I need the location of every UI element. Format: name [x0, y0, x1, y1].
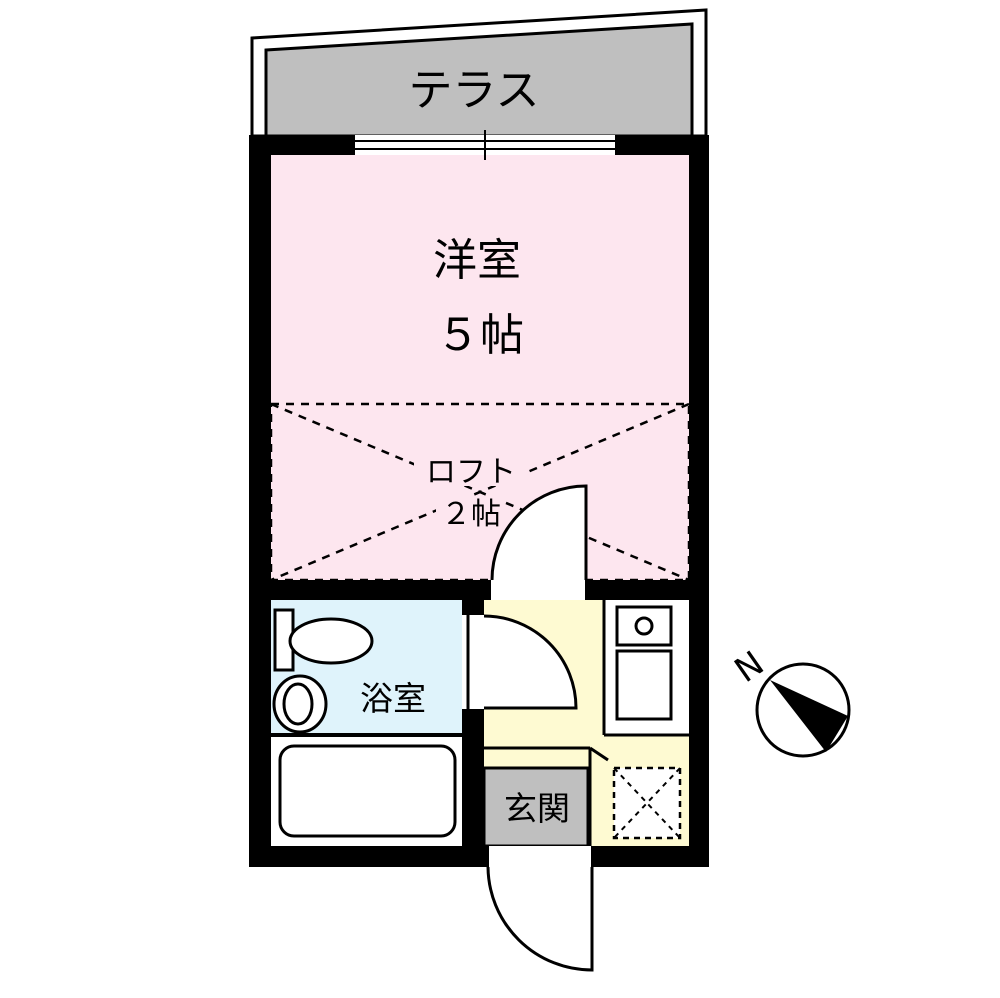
- bath-label: 浴室: [360, 679, 426, 718]
- door-bathroom: [462, 613, 578, 711]
- loft-label: ロフト: [426, 455, 516, 490]
- stove-icon: [615, 605, 673, 647]
- loft-label-bg: [414, 454, 528, 486]
- sink-icon: [272, 674, 328, 734]
- terrace-label: テラス: [408, 65, 539, 116]
- washer-space-icon: [612, 766, 682, 840]
- wall-loft-divider: [249, 580, 709, 600]
- kitchen-sink-icon: [615, 649, 673, 721]
- bathtub-icon: [278, 744, 457, 838]
- sliding-window: [353, 130, 617, 160]
- entrance-label: 玄関: [504, 789, 570, 828]
- loft-size: ２帖: [441, 497, 501, 532]
- toilet-icon: [273, 608, 374, 672]
- western-room-label: 洋室: [433, 235, 521, 286]
- door-western-room: [489, 484, 588, 600]
- terrace: テラス: [250, 8, 708, 138]
- north-arrow-icon: N: [728, 644, 851, 758]
- front-door: [486, 846, 594, 972]
- loft-size-bg: [436, 496, 504, 528]
- wall-bottom: [249, 846, 709, 867]
- western-room-size: ５帖: [436, 310, 524, 361]
